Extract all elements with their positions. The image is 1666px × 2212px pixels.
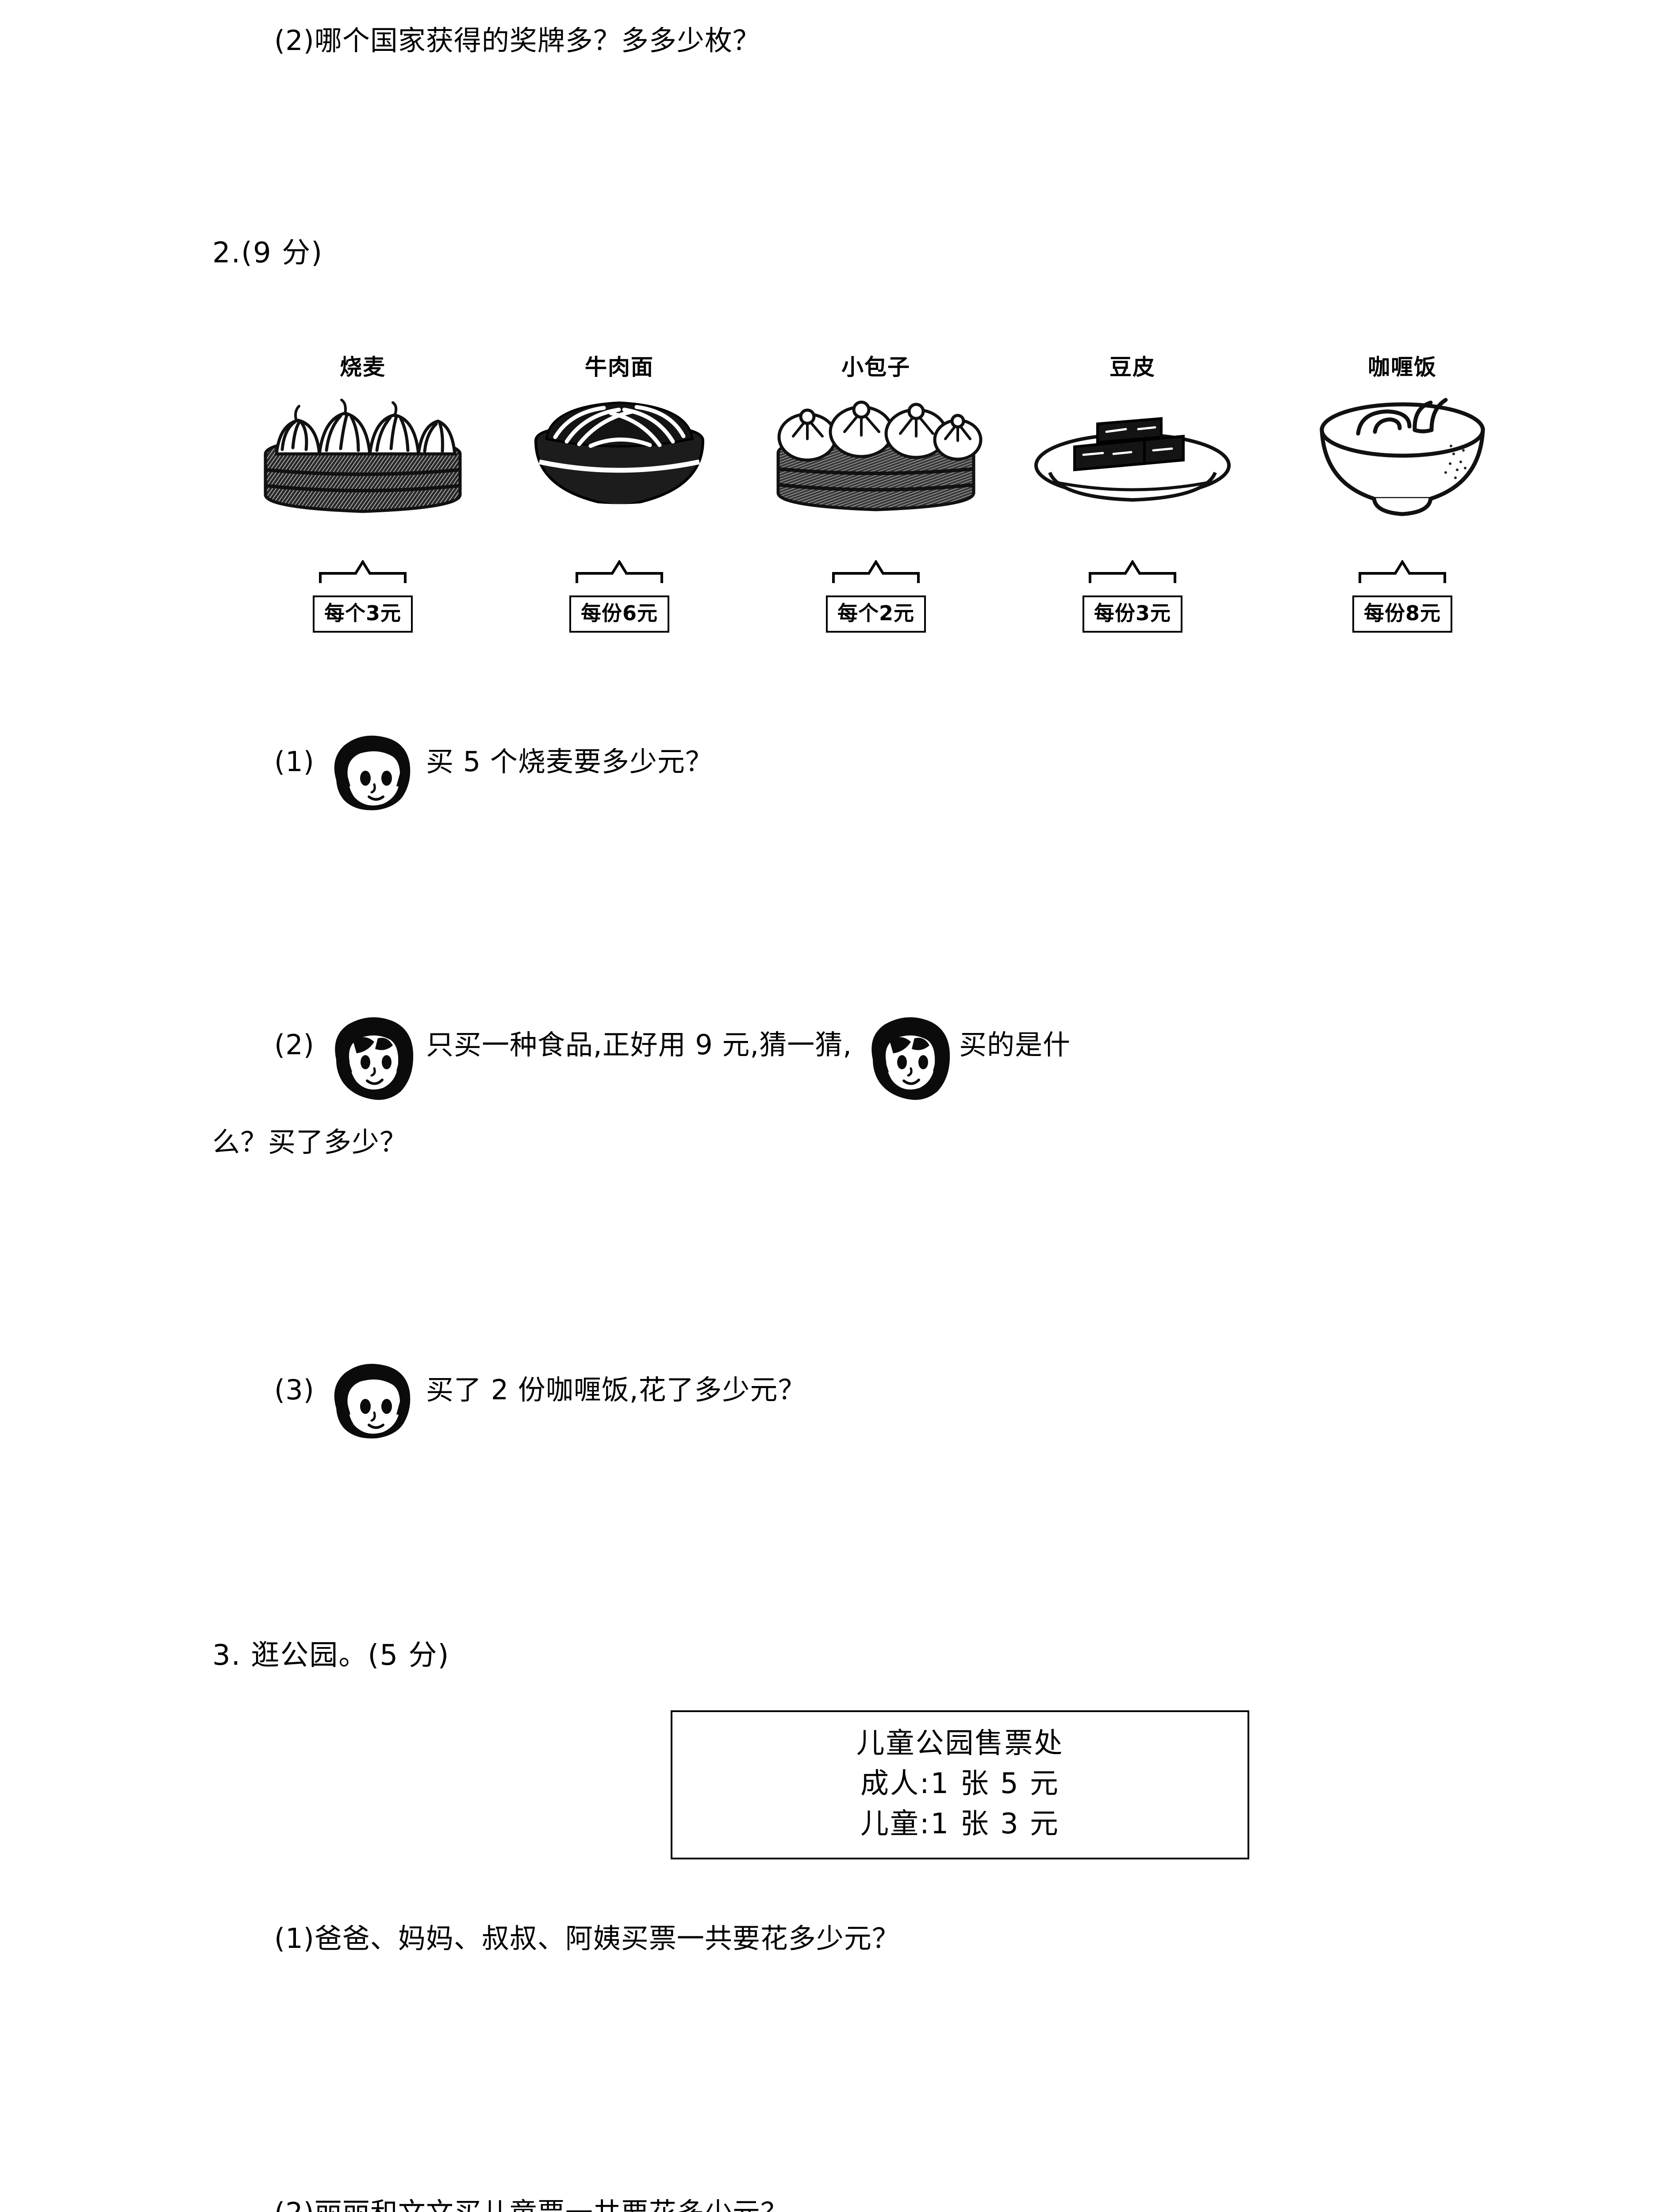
leader-line (576, 560, 663, 583)
question-2-3: (3) 买了 2 份咖喱饭,花了多少元？ (274, 1363, 806, 1439)
food-label: 咖喱饭 (1368, 354, 1437, 380)
baozi-steamer-icon (752, 388, 1000, 534)
leader-line (1359, 560, 1446, 583)
noodle-bowl-icon (504, 388, 734, 534)
question-3-2-label: (2) (274, 2197, 315, 2212)
question-1-part2-carryover: (2)哪个国家获得的奖牌多？多多少枚？ (274, 24, 760, 57)
ticket-sign-title: 儿童公园售票处 (856, 1727, 1064, 1760)
question-2-3-label: (3) (274, 1374, 315, 1406)
menu-item-beef-noodles: 牛肉面 (504, 349, 734, 633)
ticket-child-price: 儿童:1 张 3 元 (860, 1807, 1060, 1840)
leader-line (1089, 560, 1176, 583)
question-3-2: (2)丽丽和文文买儿童票一共要花多少元？ (274, 2194, 788, 2212)
section-2-heading: 2.(9 分) (212, 237, 323, 269)
leader-line (319, 560, 407, 583)
question-2-2-text-wrap: 么？买了多少？ (212, 1126, 408, 1158)
food-label: 豆皮 (1109, 354, 1155, 380)
food-label: 牛肉面 (585, 354, 654, 380)
question-3-1-text: 爸爸、妈妈、叔叔、阿姨买票一共要花多少元？ (314, 1922, 900, 1955)
shaomai-steamer-icon (239, 388, 487, 534)
menu-item-shaomai: 烧麦 (239, 349, 487, 633)
curry-rice-bowl-icon (1270, 388, 1535, 534)
menu-item-doupi: 豆皮 (1017, 349, 1248, 633)
doupi-plate-icon (1017, 388, 1248, 534)
leader-line (832, 560, 920, 583)
price-tag: 每个3元 (312, 595, 413, 633)
food-label: 小包子 (841, 354, 910, 380)
question-2-1: (1) 买 5 个烧麦要多少元？ (274, 735, 713, 810)
question-2-1-label: (1) (274, 745, 315, 778)
question-2-2-text-b: 买的是什 (959, 1029, 1071, 1061)
price-tag: 每份8元 (1352, 595, 1453, 633)
price-tag: 每个2元 (825, 595, 926, 633)
question-2-3-text: 买了 2 份咖喱饭,花了多少元？ (426, 1374, 806, 1406)
ticket-adult-price: 成人:1 张 5 元 (860, 1767, 1060, 1800)
price-tag: 每份6元 (569, 595, 670, 633)
question-2-2: (2) 只买一种食品,正好用 9 元,猜一猜, (274, 1017, 1071, 1100)
price-tag: 每份3元 (1082, 595, 1183, 633)
menu-item-curry-rice: 咖喱饭 (1270, 349, 1535, 633)
question-3-1-label: (1) (274, 1922, 315, 1955)
question-2-1-text: 买 5 个烧麦要多少元？ (426, 745, 713, 778)
question-3-1: (1)爸爸、妈妈、叔叔、阿姨买票一共要花多少元？ (274, 1920, 900, 1957)
food-label: 烧麦 (340, 354, 386, 380)
section-3-heading: 3. 逛公园。(5 分) (212, 1639, 450, 1672)
question-2-2-text-a: 只买一种食品,正好用 9 元,猜一猜, (426, 1029, 852, 1061)
park-ticket-sign: 儿童公园售票处 成人:1 张 5 元 儿童:1 张 3 元 (671, 1710, 1249, 1859)
question-2-2-label: (2) (274, 1029, 315, 1061)
menu-item-baozi: 小包子 (752, 349, 1000, 633)
food-price-menu: 烧麦 (239, 349, 1535, 633)
question-3-2-text: 丽丽和文文买儿童票一共要花多少元？ (315, 2197, 788, 2212)
